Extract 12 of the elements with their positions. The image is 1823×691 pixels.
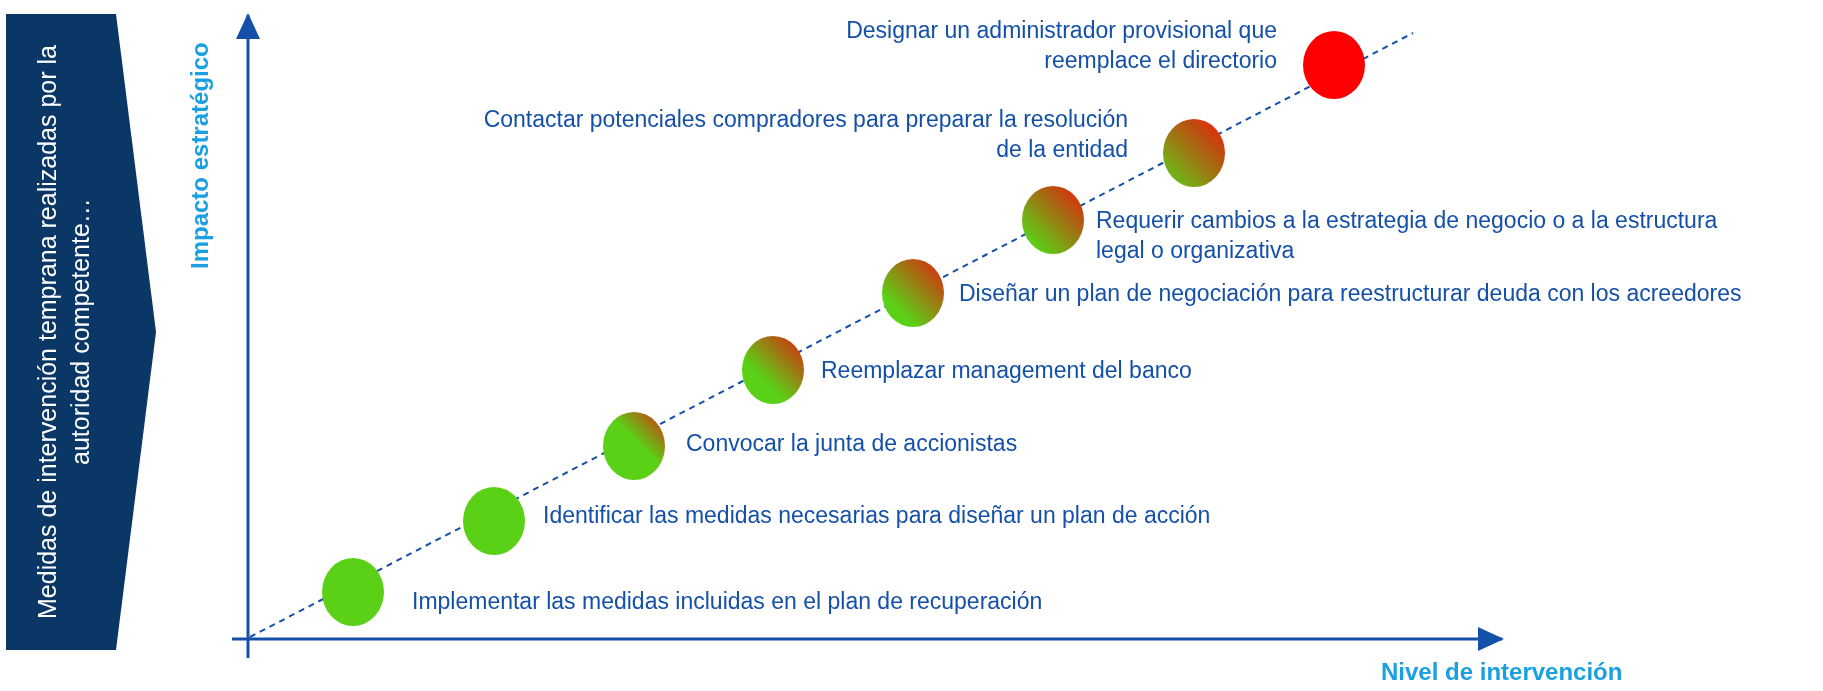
chevron-banner: [6, 14, 156, 650]
step-label: Contactar potenciales compradores para preparar la resolución de la entidad: [482, 105, 1128, 164]
step-label: Reemplazar management del banco: [821, 356, 1192, 385]
banner-text: Medidas de intervención temprana realizadas por la autoridad competente…: [32, 44, 95, 621]
axis-title: Impacto estratégico: [186, 41, 214, 272]
step-label: Designar un administrador provisional que reemplace el directorio: [845, 16, 1277, 75]
axis-title: Nivel de intervención: [1381, 658, 1623, 686]
step-label: Convocar la junta de accionistas: [686, 429, 1018, 458]
step-label: Implementar las medidas incluidas en el plan de recuperación: [412, 587, 1043, 616]
step-label: Diseñar un plan de negociación para reestructurar deuda con los acreedores: [959, 279, 1743, 308]
step-label: Requerir cambios a la estrategia de negocio o a la estructura legal o organizativa: [1096, 206, 1719, 265]
step-label: Identificar las medidas necesarias para diseñar un plan de acción: [543, 501, 1211, 530]
